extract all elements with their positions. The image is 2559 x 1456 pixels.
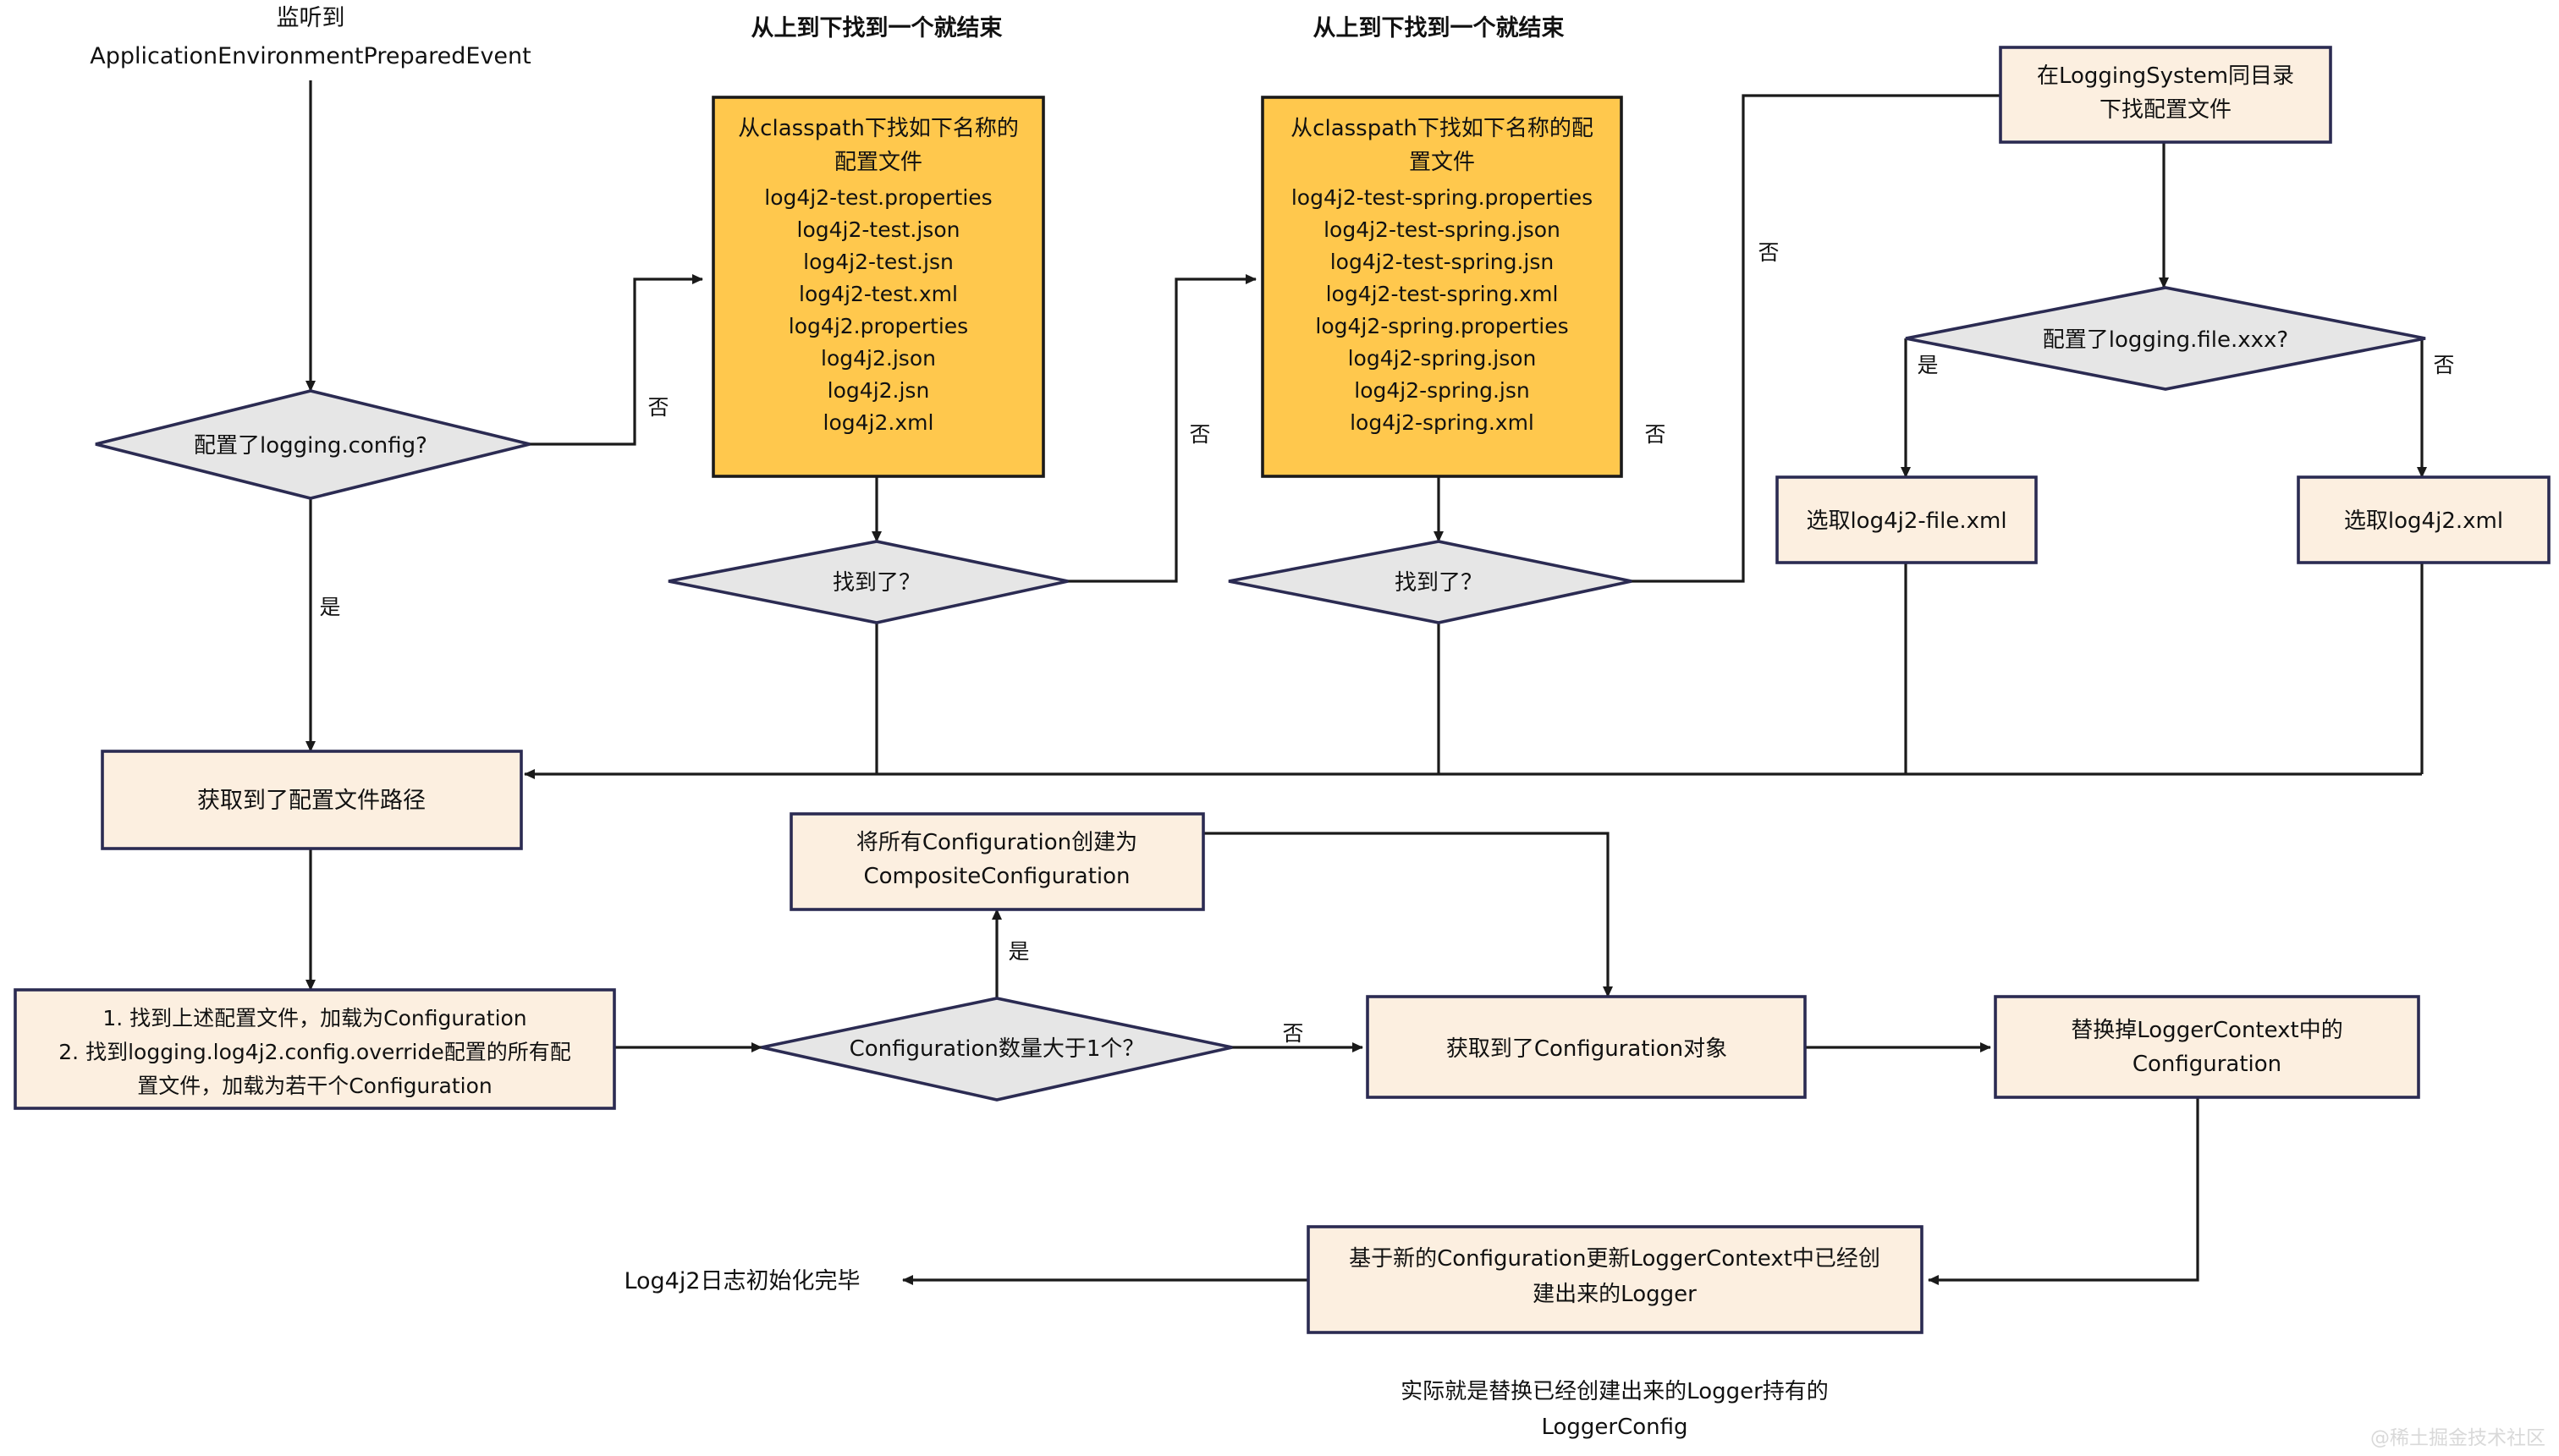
note-spring-file-0: log4j2-test-spring.properties	[1291, 185, 1593, 210]
decision-found-2[interactable]: 找到了？	[1228, 540, 1632, 624]
edge-composite-to-gotobj	[1203, 832, 1613, 997]
decision-logging-file-label: 配置了logging.file.xxx?	[2043, 327, 2288, 353]
process-composite-configuration[interactable]: 将所有Configuration创建为 CompositeConfigurati…	[790, 812, 1205, 911]
process-got-configuration-object[interactable]: 获取到了Configuration对象	[1366, 995, 1807, 1099]
edge-label-d1-no: 否	[647, 395, 669, 420]
process-replace-shape[interactable]	[1994, 995, 2420, 1099]
note-spring-header2: 置文件	[1409, 150, 1475, 175]
footnote: 实际就是替换已经创建出来的Logger持有的 LoggerConfig	[1401, 1379, 1829, 1440]
caption-right: 从上到下找到一个就结束	[1313, 15, 1565, 41]
edge-label-file-yes: 是	[1917, 353, 1938, 377]
edge-label-found1-no: 否	[1189, 422, 1210, 447]
process-replace-line1: 替换掉LoggerContext中的	[2071, 1018, 2342, 1043]
note-classpath-file-7: log4j2.xml	[823, 410, 934, 435]
edge-label-file-no: 否	[2433, 353, 2454, 377]
process-got-config-path[interactable]: 获取到了配置文件路径	[101, 750, 523, 850]
start-label-line1: 监听到	[277, 5, 345, 31]
decision-configuration-count-label: Configuration数量大于1个？	[850, 1036, 1145, 1062]
note-classpath-file-1: log4j2-test.json	[797, 217, 960, 242]
process-load-line3: 置文件，加载为若干个Configuration	[137, 1074, 493, 1098]
process-load-line1: 1. 找到上述配置文件，加载为Configuration	[102, 1006, 526, 1030]
note-classpath-file-4: log4j2.properties	[789, 314, 968, 338]
process-pick-xml-shape[interactable]	[2297, 475, 2551, 564]
process-pick-file-xml-shape[interactable]	[1775, 475, 2038, 564]
process-loggingsystem-dir-shape[interactable]	[1999, 46, 2332, 144]
note-classpath-files-shape	[712, 96, 1045, 478]
note-spring-file-6: log4j2-spring.jsn	[1354, 378, 1529, 403]
process-pick-log4j2-xml[interactable]: 选取log4j2.xml	[2297, 475, 2551, 564]
decision-found-1-shape[interactable]	[668, 540, 1069, 624]
process-pick-log4j2-file-xml[interactable]: 选取log4j2-file.xml	[1775, 475, 2038, 564]
edge-label-layer: 否 是 否 否 否 是 否 是 否	[319, 240, 2454, 1046]
process-load-configurations-shape[interactable]	[14, 988, 616, 1110]
caption-left: 从上到下找到一个就结束	[751, 15, 1003, 41]
note-classpath-spring-shape	[1261, 96, 1623, 478]
edge-d1-no	[530, 274, 703, 446]
process-update-loggers[interactable]: 基于新的Configuration更新LoggerContext中已经创 建出来…	[1307, 1225, 1923, 1334]
note-classpath-spring-files: 从classpath下找如下名称的配 置文件 log4j2-test-sprin…	[1261, 96, 1623, 478]
start-node: 监听到 ApplicationEnvironmentPreparedEvent	[90, 5, 531, 69]
note-spring-file-5: log4j2-spring.json	[1348, 346, 1537, 371]
process-loggingsystem-dir-line1: 在LoggingSystem同目录	[2037, 63, 2294, 89]
edge-replace-to-update	[1928, 1097, 2199, 1285]
process-replace-loggercontext-configuration[interactable]: 替换掉LoggerContext中的 Configuration	[1994, 995, 2420, 1099]
decision-configuration-count-shape[interactable]	[761, 997, 1233, 1102]
note-classpath-file-0: log4j2-test.properties	[764, 185, 992, 210]
decision-found-2-shape[interactable]	[1228, 540, 1632, 624]
decision-configuration-count[interactable]: Configuration数量大于1个？	[761, 997, 1233, 1102]
process-composite-line2: CompositeConfiguration	[863, 864, 1130, 889]
process-update-loggers-line1: 基于新的Configuration更新LoggerContext中已经创	[1349, 1246, 1880, 1272]
process-composite-line1: 将所有Configuration创建为	[856, 830, 1137, 855]
note-spring-file-3: log4j2-test-spring.xml	[1326, 282, 1559, 306]
decision-logging-file-shape[interactable]	[1905, 286, 2426, 391]
process-update-loggers-line2: 建出来的Logger	[1533, 1282, 1697, 1307]
process-update-loggers-shape[interactable]	[1307, 1225, 1923, 1334]
process-loggingsystem-dir-line2: 下找配置文件	[2099, 97, 2232, 123]
edge-found2-no	[1632, 91, 2159, 583]
decision-logging-config[interactable]: 配置了logging.config?	[95, 389, 531, 500]
decision-found-1-label: 找到了？	[833, 570, 921, 596]
decision-logging-config-shape[interactable]	[95, 389, 531, 500]
process-load-line2: 2. 找到logging.log4j2.config.override配置的所有…	[58, 1040, 570, 1064]
note-classpath-file-3: log4j2-test.xml	[799, 282, 958, 306]
process-loggingsystem-dir[interactable]: 在LoggingSystem同目录 下找配置文件	[1999, 46, 2332, 144]
note-classpath-file-6: log4j2.jsn	[828, 378, 930, 403]
end-label: Log4j2日志初始化完毕	[624, 1268, 860, 1294]
process-replace-line2: Configuration	[2132, 1052, 2281, 1077]
footnote-line2: LoggerConfig	[1541, 1415, 1687, 1440]
note-spring-file-7: log4j2-spring.xml	[1350, 410, 1534, 435]
note-spring-file-2: log4j2-test-spring.jsn	[1330, 250, 1555, 274]
process-got-config-path-label: 获取到了配置文件路径	[197, 788, 426, 814]
process-pick-file-xml-label: 选取log4j2-file.xml	[1806, 508, 2006, 534]
edge-label-no-right: 否	[1758, 240, 1779, 265]
footnote-line1: 实际就是替换已经创建出来的Logger持有的	[1401, 1379, 1829, 1404]
note-spring-header1: 从classpath下找如下名称的配	[1291, 116, 1593, 141]
process-load-configurations[interactable]: 1. 找到上述配置文件，加载为Configuration 2. 找到loggin…	[14, 988, 616, 1110]
edge-layer	[305, 80, 2427, 1285]
note-spring-file-1: log4j2-test-spring.json	[1324, 217, 1560, 242]
edge-label-found2-no: 否	[1644, 422, 1665, 447]
watermark: @稀土掘金技术社区	[2370, 1427, 2545, 1449]
decision-logging-file[interactable]: 配置了logging.file.xxx?	[1905, 286, 2426, 391]
note-classpath-header1: 从classpath下找如下名称的	[738, 116, 1019, 141]
note-classpath-files: 从classpath下找如下名称的 配置文件 log4j2-test.prope…	[712, 96, 1045, 478]
edge-found1-no	[1068, 274, 1257, 583]
decision-found-2-label: 找到了？	[1395, 570, 1483, 596]
process-pick-xml-label: 选取log4j2.xml	[2344, 508, 2503, 534]
process-got-config-object-shape[interactable]	[1366, 995, 1807, 1099]
decision-logging-config-label: 配置了logging.config?	[194, 433, 427, 459]
edge-label-d1-yes: 是	[319, 595, 340, 619]
note-classpath-header2: 配置文件	[834, 150, 922, 175]
note-classpath-file-5: log4j2.json	[821, 346, 936, 371]
process-got-config-path-shape[interactable]	[101, 750, 523, 850]
edge-label-count-no: 否	[1282, 1021, 1303, 1046]
edge-label-composite-yes: 是	[1008, 939, 1029, 964]
process-got-config-object-label: 获取到了Configuration对象	[1446, 1036, 1727, 1062]
note-spring-file-4: log4j2-spring.properties	[1315, 314, 1568, 338]
note-classpath-file-2: log4j2-test.jsn	[803, 250, 954, 274]
start-label-line2: ApplicationEnvironmentPreparedEvent	[90, 43, 531, 69]
decision-found-1[interactable]: 找到了？	[668, 540, 1069, 624]
process-composite-shape[interactable]	[790, 812, 1205, 911]
